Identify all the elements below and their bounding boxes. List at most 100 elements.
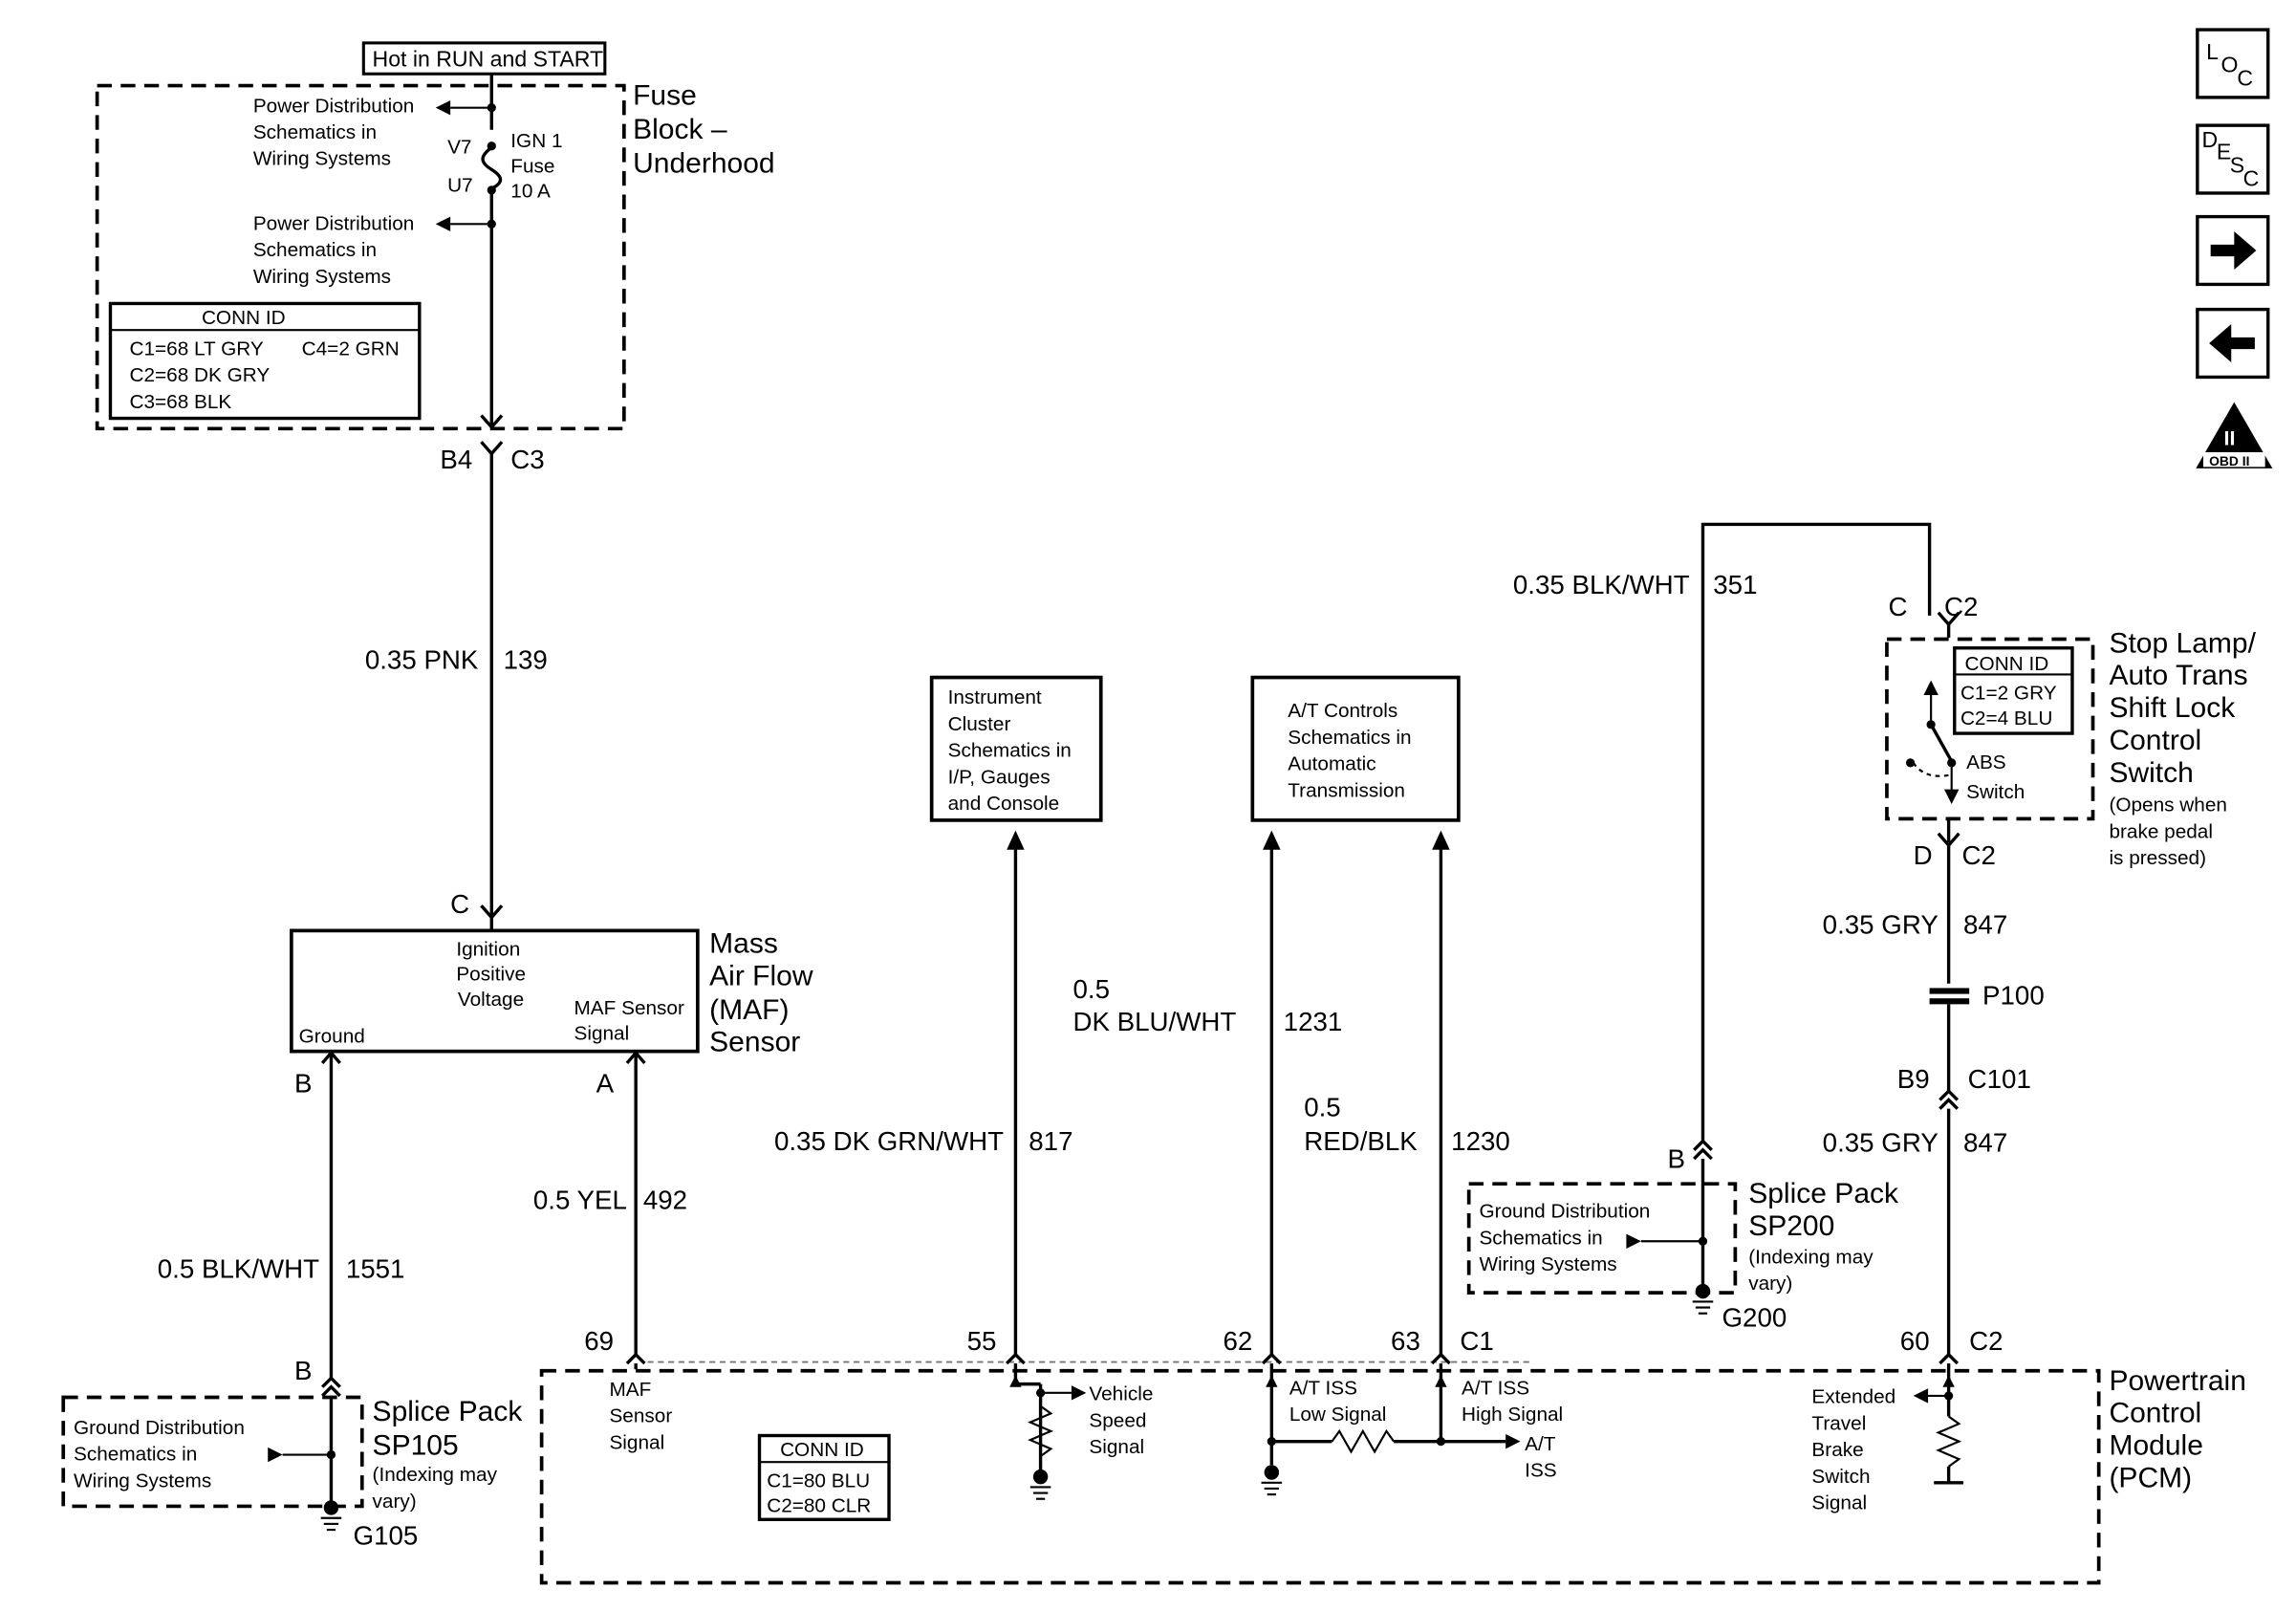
svg-text:CONN ID: CONN ID: [1965, 653, 2049, 675]
ground-g105: G105: [354, 1520, 419, 1550]
wire-gauge-gry: 0.35 GRY: [1823, 909, 1939, 939]
switch-name: Switch: [2109, 757, 2193, 789]
pin-60: 60: [1900, 1326, 1930, 1356]
pcm-maf-label: Signal: [609, 1431, 664, 1453]
sp200-name: SP200: [1748, 1210, 1834, 1242]
power-dist-ref[interactable]: Power Distribution: [253, 212, 415, 234]
sp200-note: (Indexing may: [1748, 1246, 1874, 1268]
pin-u7: U7: [447, 174, 473, 196]
svg-text:I/P, Gauges: I/P, Gauges: [948, 766, 1051, 788]
svg-text:L: L: [2206, 39, 2219, 64]
fuse-label: Fuse: [510, 155, 554, 177]
pcm-name: Powertrain: [2109, 1365, 2245, 1397]
pin-a: A: [596, 1069, 615, 1099]
pcm-at-high-label: High Signal: [1462, 1404, 1563, 1426]
pass-through-p100: P100: [1929, 980, 2045, 1010]
switch-note: (Opens when: [2109, 795, 2227, 816]
switch-name: Control: [2109, 725, 2201, 756]
maf-name: Air Flow: [709, 960, 813, 991]
sp105-name: Splice Pack: [373, 1396, 524, 1427]
back-button[interactable]: [2196, 307, 2270, 380]
arrow-right-icon: [2210, 231, 2257, 271]
pin-c: C: [1888, 592, 1907, 621]
maf-name: Mass: [709, 927, 778, 959]
sp105-name: SP105: [373, 1430, 459, 1462]
pcm-maf-label: MAF: [609, 1379, 651, 1401]
pin-55: 55: [967, 1326, 997, 1356]
instrument-cluster-ref[interactable]: Instrument Cluster Schematics in I/P, Ga…: [929, 675, 1103, 822]
wire-gauge-dkbluwht: 0.5: [1072, 974, 1110, 1004]
conn-c1: C1: [1460, 1326, 1493, 1356]
power-dist-ref[interactable]: Schematics in: [253, 239, 377, 261]
ground-dist-ref[interactable]: Schematics in: [74, 1444, 197, 1466]
pcm-conn-id-table: CONN ID C1=80 BLU C2=80 CLR: [757, 1433, 891, 1521]
svg-text:P100: P100: [1982, 980, 2045, 1010]
svg-text:C2=68 DK GRY: C2=68 DK GRY: [129, 364, 270, 386]
pin-b9: B9: [1897, 1064, 1930, 1094]
wire-circuit-817: 817: [1029, 1126, 1072, 1156]
maf-sensor: C Ignition Positive Voltage Ground MAF S…: [290, 889, 813, 1058]
wire-circuit-351: 351: [1713, 570, 1757, 599]
svg-text:Automatic: Automatic: [1288, 753, 1375, 775]
svg-text:A/T Controls: A/T Controls: [1288, 700, 1397, 722]
next-button[interactable]: [2196, 214, 2270, 287]
conn-c101: C101: [1968, 1064, 2031, 1094]
switch-conn-id-table: CONN ID C1=2 GRY C2=4 BLU: [1953, 646, 2074, 735]
power-dist-ref[interactable]: Power Distribution: [253, 95, 415, 117]
pcm-vss-label: Speed: [1089, 1409, 1146, 1431]
pin-69: 69: [584, 1326, 614, 1356]
wire-circuit-847: 847: [1963, 909, 2007, 939]
ground-g200: G200: [1722, 1303, 1787, 1333]
wire-gauge-blkwht-351: 0.35 BLK/WHT: [1513, 570, 1690, 599]
pcm-at-iss-label: ISS: [1525, 1460, 1556, 1482]
ground-dist-ref[interactable]: Ground Distribution: [1479, 1201, 1650, 1223]
pcm-at-low-label: Low Signal: [1289, 1404, 1387, 1426]
pcm-name: Control: [2109, 1398, 2201, 1429]
power-dist-ref[interactable]: Wiring Systems: [253, 148, 391, 170]
maf-ign-label: Positive: [456, 964, 526, 986]
pcm-ebs-label: Extended: [1811, 1386, 1895, 1408]
wire-circuit-847: 847: [1963, 1127, 2007, 1157]
maf-signal-label: Signal: [574, 1022, 630, 1044]
svg-text:C3=68 BLK: C3=68 BLK: [129, 391, 231, 413]
pcm-at-low-label: A/T ISS: [1289, 1377, 1357, 1399]
wire-gauge-redblk: RED/BLK: [1304, 1126, 1418, 1156]
maf-name: (MAF): [709, 994, 789, 1026]
source-label: Hot in RUN and START: [373, 47, 604, 72]
power-dist-ref[interactable]: Wiring Systems: [253, 266, 391, 288]
switch-note: is pressed): [2109, 847, 2206, 869]
pcm-ebs-label: Switch: [1811, 1466, 1870, 1488]
maf-ground-label: Ground: [299, 1025, 365, 1047]
wire-circuit-492: 492: [643, 1185, 687, 1214]
switch-note: brake pedal: [2109, 820, 2213, 842]
sp105-note: vary): [373, 1491, 417, 1513]
conn-c2: C2: [1961, 840, 1995, 870]
svg-text:E: E: [2217, 140, 2231, 164]
ground-dist-ref[interactable]: Wiring Systems: [74, 1469, 211, 1491]
sp200-name: Splice Pack: [1748, 1178, 1899, 1209]
desc-button[interactable]: D E S C: [2196, 123, 2270, 195]
pin-c: C: [450, 889, 469, 919]
pin-b: B: [1668, 1143, 1685, 1173]
ground-dist-ref[interactable]: Schematics in: [1479, 1227, 1602, 1249]
pcm-ebs-label: Brake: [1811, 1439, 1863, 1461]
power-dist-ref[interactable]: Schematics in: [253, 121, 377, 143]
svg-text:Transmission: Transmission: [1288, 779, 1405, 801]
svg-text:D: D: [2201, 127, 2218, 152]
sp105-note: (Indexing may: [373, 1464, 498, 1486]
pin-b: B: [294, 1069, 312, 1099]
fuse-block-name: Block –: [633, 114, 727, 145]
at-controls-ref[interactable]: A/T Controls Schematics in Automatic Tra…: [1250, 675, 1461, 822]
svg-text:S: S: [2230, 152, 2244, 177]
ground-dist-ref[interactable]: Ground Distribution: [74, 1417, 245, 1439]
pin-d: D: [1914, 840, 1933, 870]
svg-text:C1=2 GRY: C1=2 GRY: [1960, 683, 2057, 705]
svg-text:C1=68 LT GRY: C1=68 LT GRY: [129, 337, 263, 359]
ground-dist-ref[interactable]: Wiring Systems: [1479, 1253, 1616, 1275]
svg-text:C2=80 CLR: C2=80 CLR: [767, 1495, 871, 1517]
pcm-maf-label: Sensor: [609, 1405, 672, 1427]
loc-button[interactable]: L O C: [2196, 28, 2270, 99]
switch-name: Shift Lock: [2109, 692, 2236, 724]
obd-ii-icon[interactable]: II OBD II: [2196, 402, 2273, 468]
source-label-box: [361, 41, 607, 76]
